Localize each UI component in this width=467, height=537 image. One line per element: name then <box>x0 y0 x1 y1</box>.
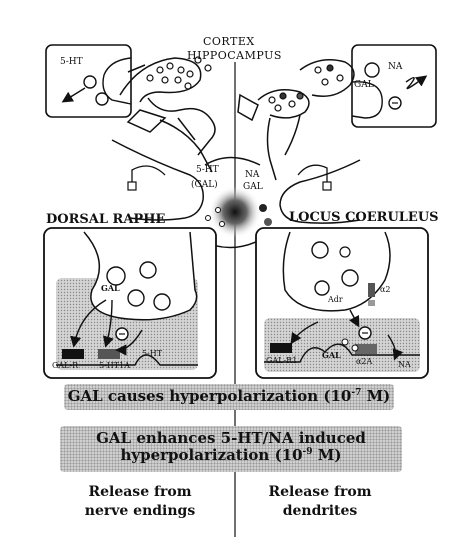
band-gal-enhances-text: GAL enhances 5-HT/NA induced hyperpolari… <box>60 429 402 465</box>
dr-5ht-label: 5-HT <box>142 349 163 358</box>
lc-gal-label: GAL <box>322 350 341 360</box>
title-cortex: CORTEX <box>203 35 255 48</box>
band-gal-hyperpolarization-text: GAL causes hyperpolarization (10-7 M) <box>64 387 394 405</box>
right-cell-label-2: GAL <box>243 182 263 192</box>
region-dorsal-raphe: DORSAL RAPHE <box>46 212 166 227</box>
band1-unit: M) <box>361 387 391 405</box>
left-cell-label-1: 5-HT <box>196 165 219 175</box>
left-cell-label-2: (GAL) <box>191 180 218 190</box>
caption-right-line1: Release from <box>268 484 372 500</box>
band-gal-enhances <box>60 426 402 472</box>
band-gal-hyperpolarization <box>64 384 394 410</box>
band2-unit: M) <box>312 446 342 465</box>
dr-gal-label: GAL <box>101 283 120 293</box>
band2-line2: hyperpolarization (10 <box>120 446 303 465</box>
lc-na-label: NA <box>398 360 411 369</box>
band1-text: GAL causes hyperpolarization (10 <box>67 387 352 405</box>
caption-left-line1: Release from <box>88 484 192 500</box>
caption-left-line2: nerve endings <box>84 502 196 519</box>
caption-left: Release from nerve endings <box>60 483 220 521</box>
right-cell-label-1: NA <box>245 170 260 180</box>
caption-right: Release from dendrites <box>245 483 395 521</box>
dorsal-raphe-box <box>43 227 217 379</box>
left-inset-box <box>45 44 132 118</box>
left-terminals <box>119 57 216 173</box>
dr-5ht1a-label: 5-HT1A <box>99 361 130 370</box>
right-terminals <box>237 59 355 181</box>
title-hippocampus: HIPPOCAMPUS <box>187 49 282 62</box>
band2-line2-wrap: hyperpolarization (10-9 M) <box>60 447 402 464</box>
lc-adr-label: Adr <box>328 295 343 304</box>
right-inset-box <box>351 44 437 128</box>
lc-a2a-label: α2A <box>356 357 373 366</box>
locus-coeruleus-box <box>255 227 429 379</box>
right-vesicles <box>268 64 344 112</box>
left-inset-label: 5-HT <box>60 57 83 67</box>
left-vesicles <box>146 56 212 90</box>
dr-galr-label: GAL-R <box>52 361 79 370</box>
right-inset-na-label: NA <box>388 62 403 72</box>
band1-exponent: -7 <box>351 388 362 398</box>
caption-right-line2: dendrites <box>282 502 358 519</box>
lc-a2-label: α2 <box>380 285 391 294</box>
band2-exponent: -9 <box>302 447 313 458</box>
region-locus-coeruleus: LOCUS COERULEUS <box>289 210 439 225</box>
lc-galr1-label: GAL-R1 <box>266 356 298 365</box>
right-inset-gal-label: GAL <box>354 80 374 90</box>
band2-line1: GAL enhances 5-HT/NA induced <box>96 429 366 447</box>
